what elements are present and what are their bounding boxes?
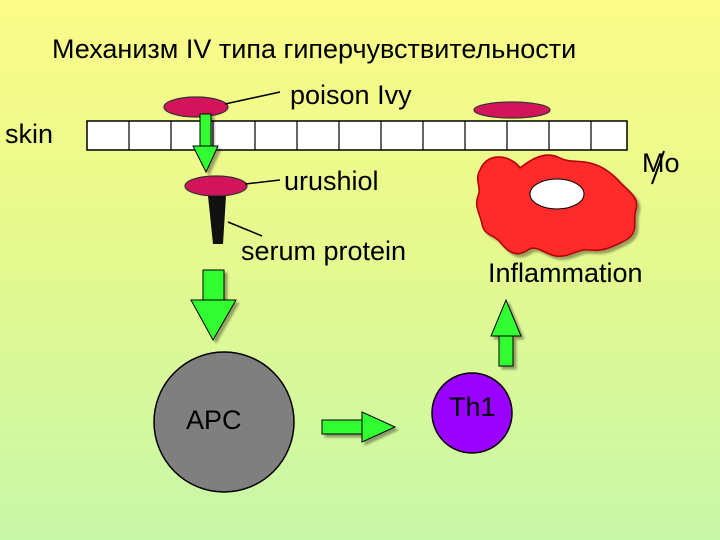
penetration-arrow [192, 113, 219, 174]
apc-cell [153, 351, 295, 493]
slide-title: Механизм IV типа гиперчувствительности [52, 34, 577, 64]
serum-protein-label: serum protein [241, 236, 407, 266]
serum-protein-shape [208, 196, 226, 244]
poison-ivy-label: poison Ivy [290, 80, 412, 110]
macrophage-nucleus [529, 178, 585, 210]
poison-ivy-pointer [224, 91, 281, 105]
serum-protein-pointer [227, 221, 263, 237]
arrow-to-apc [190, 269, 237, 342]
urushiol-pointer [244, 179, 281, 185]
arrow-apc-to-th1 [321, 411, 397, 443]
apc-label: APC [186, 405, 242, 435]
mphi-slash [651, 150, 665, 185]
skin-label: skin [5, 119, 54, 149]
skin-layer [86, 120, 628, 151]
th1-label: Th1 [449, 392, 496, 422]
urushiol-shape [184, 175, 248, 197]
macrophage-cell [475, 154, 638, 257]
inflammation-label: Inflammation [488, 258, 643, 288]
poison-ivy-leaf [163, 96, 229, 118]
poison-ivy-leaf-right [473, 101, 551, 119]
arrow-th1-to-inflammation [490, 298, 522, 367]
skin-cells [128, 121, 592, 150]
urushiol-label: urushiol [284, 166, 379, 196]
macrophage-label: Mo [642, 148, 680, 178]
th1-cell [431, 372, 513, 454]
